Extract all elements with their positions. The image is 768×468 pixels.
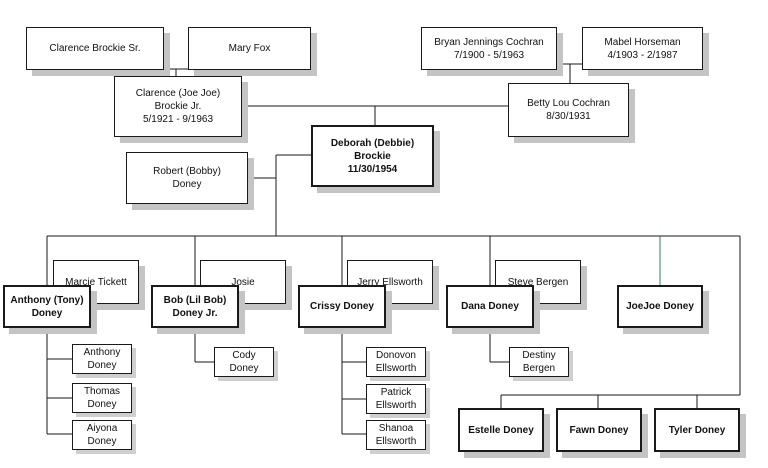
person-name: Robert (Bobby) Doney [153, 166, 221, 190]
person-name: Aiyona Doney [86, 423, 118, 447]
person-name: Dana Doney [461, 301, 519, 312]
person-name: Estelle Doney [468, 424, 534, 436]
person-box-clarence-sr: Clarence Brockie Sr. [26, 27, 164, 70]
person-box-bob-lil-bob: Bob (Lil Bob) Doney Jr. [151, 285, 239, 328]
person-name: Shanoa Ellsworth [375, 423, 417, 447]
person-name: Anthony Doney [83, 347, 121, 371]
person-name: JoeJoe Doney [626, 301, 694, 312]
person-name: Patrick Ellsworth [375, 387, 417, 411]
person-name: Anthony (Tony) Doney [10, 294, 84, 319]
person-name: Deborah (Debbie) Brockie 11/30/1954 [330, 137, 415, 175]
person-name: Josie [231, 276, 255, 288]
person-name: Marcie Tickett [65, 276, 127, 288]
person-box-deborah: Deborah (Debbie) Brockie 11/30/1954 [311, 125, 434, 187]
person-box-thomas-doney: Thomas Doney [72, 383, 132, 413]
person-name: Bryan Jennings Cochran 7/1900 - 5/1963 [434, 36, 544, 61]
person-box-clarence-jr: Clarence (Joe Joe) Brockie Jr. 5/1921 - … [114, 76, 242, 137]
person-box-dana-doney: Dana Doney [446, 285, 534, 328]
person-box-patrick-ellsworth: Patrick Ellsworth [366, 384, 426, 414]
person-name: Clarence (Joe Joe) Brockie Jr. 5/1921 - … [135, 88, 221, 125]
person-name: Destiny Bergen [522, 350, 556, 374]
person-name: Betty Lou Cochran 8/30/1931 [527, 98, 610, 122]
person-box-mabel-horseman: Mabel Horseman 4/1903 - 2/1987 [582, 27, 703, 70]
person-name: Tyler Doney [668, 424, 726, 436]
person-name: Bob (Lil Bob) Doney Jr. [163, 294, 227, 319]
person-name: Crissy Doney [310, 301, 374, 312]
person-box-bryan-cochran: Bryan Jennings Cochran 7/1900 - 5/1963 [421, 27, 557, 70]
person-box-fawn-doney: Fawn Doney [556, 408, 642, 452]
person-name: Cody Doney [229, 350, 259, 374]
person-box-destiny-bergen: Destiny Bergen [509, 347, 569, 377]
person-box-estelle-doney: Estelle Doney [458, 408, 544, 452]
person-box-joejoe-doney: JoeJoe Doney [617, 285, 703, 328]
person-box-anthony-tony: Anthony (Tony) Doney [3, 285, 91, 328]
person-box-betty-cochran: Betty Lou Cochran 8/30/1931 [508, 83, 629, 137]
person-name: Mabel Horseman 4/1903 - 2/1987 [604, 36, 681, 61]
person-box-tyler-doney: Tyler Doney [654, 408, 740, 452]
person-box-cody-doney: Cody Doney [214, 347, 274, 377]
person-box-anthony-doney: Anthony Doney [72, 344, 132, 374]
person-box-donovon-ellsworth: Donovon Ellsworth [366, 347, 426, 377]
person-box-aiyona-doney: Aiyona Doney [72, 420, 132, 450]
person-name: Jerry Ellsworth [357, 276, 423, 288]
person-box-robert-doney: Robert (Bobby) Doney [126, 152, 248, 204]
person-name: Donovon Ellsworth [375, 350, 417, 374]
person-box-crissy-doney: Crissy Doney [298, 285, 386, 328]
person-name: Clarence Brockie Sr. [49, 43, 141, 54]
person-name: Thomas Doney [83, 386, 121, 410]
person-box-shanoa-ellsworth: Shanoa Ellsworth [366, 420, 426, 450]
person-box-mary-fox: Mary Fox [188, 27, 311, 70]
person-name: Mary Fox [228, 43, 271, 54]
person-name: Fawn Doney [569, 424, 629, 436]
person-name: Steve Bergen [507, 276, 569, 288]
person-box-jerry-ellsworth: Jerry Ellsworth [347, 260, 433, 304]
